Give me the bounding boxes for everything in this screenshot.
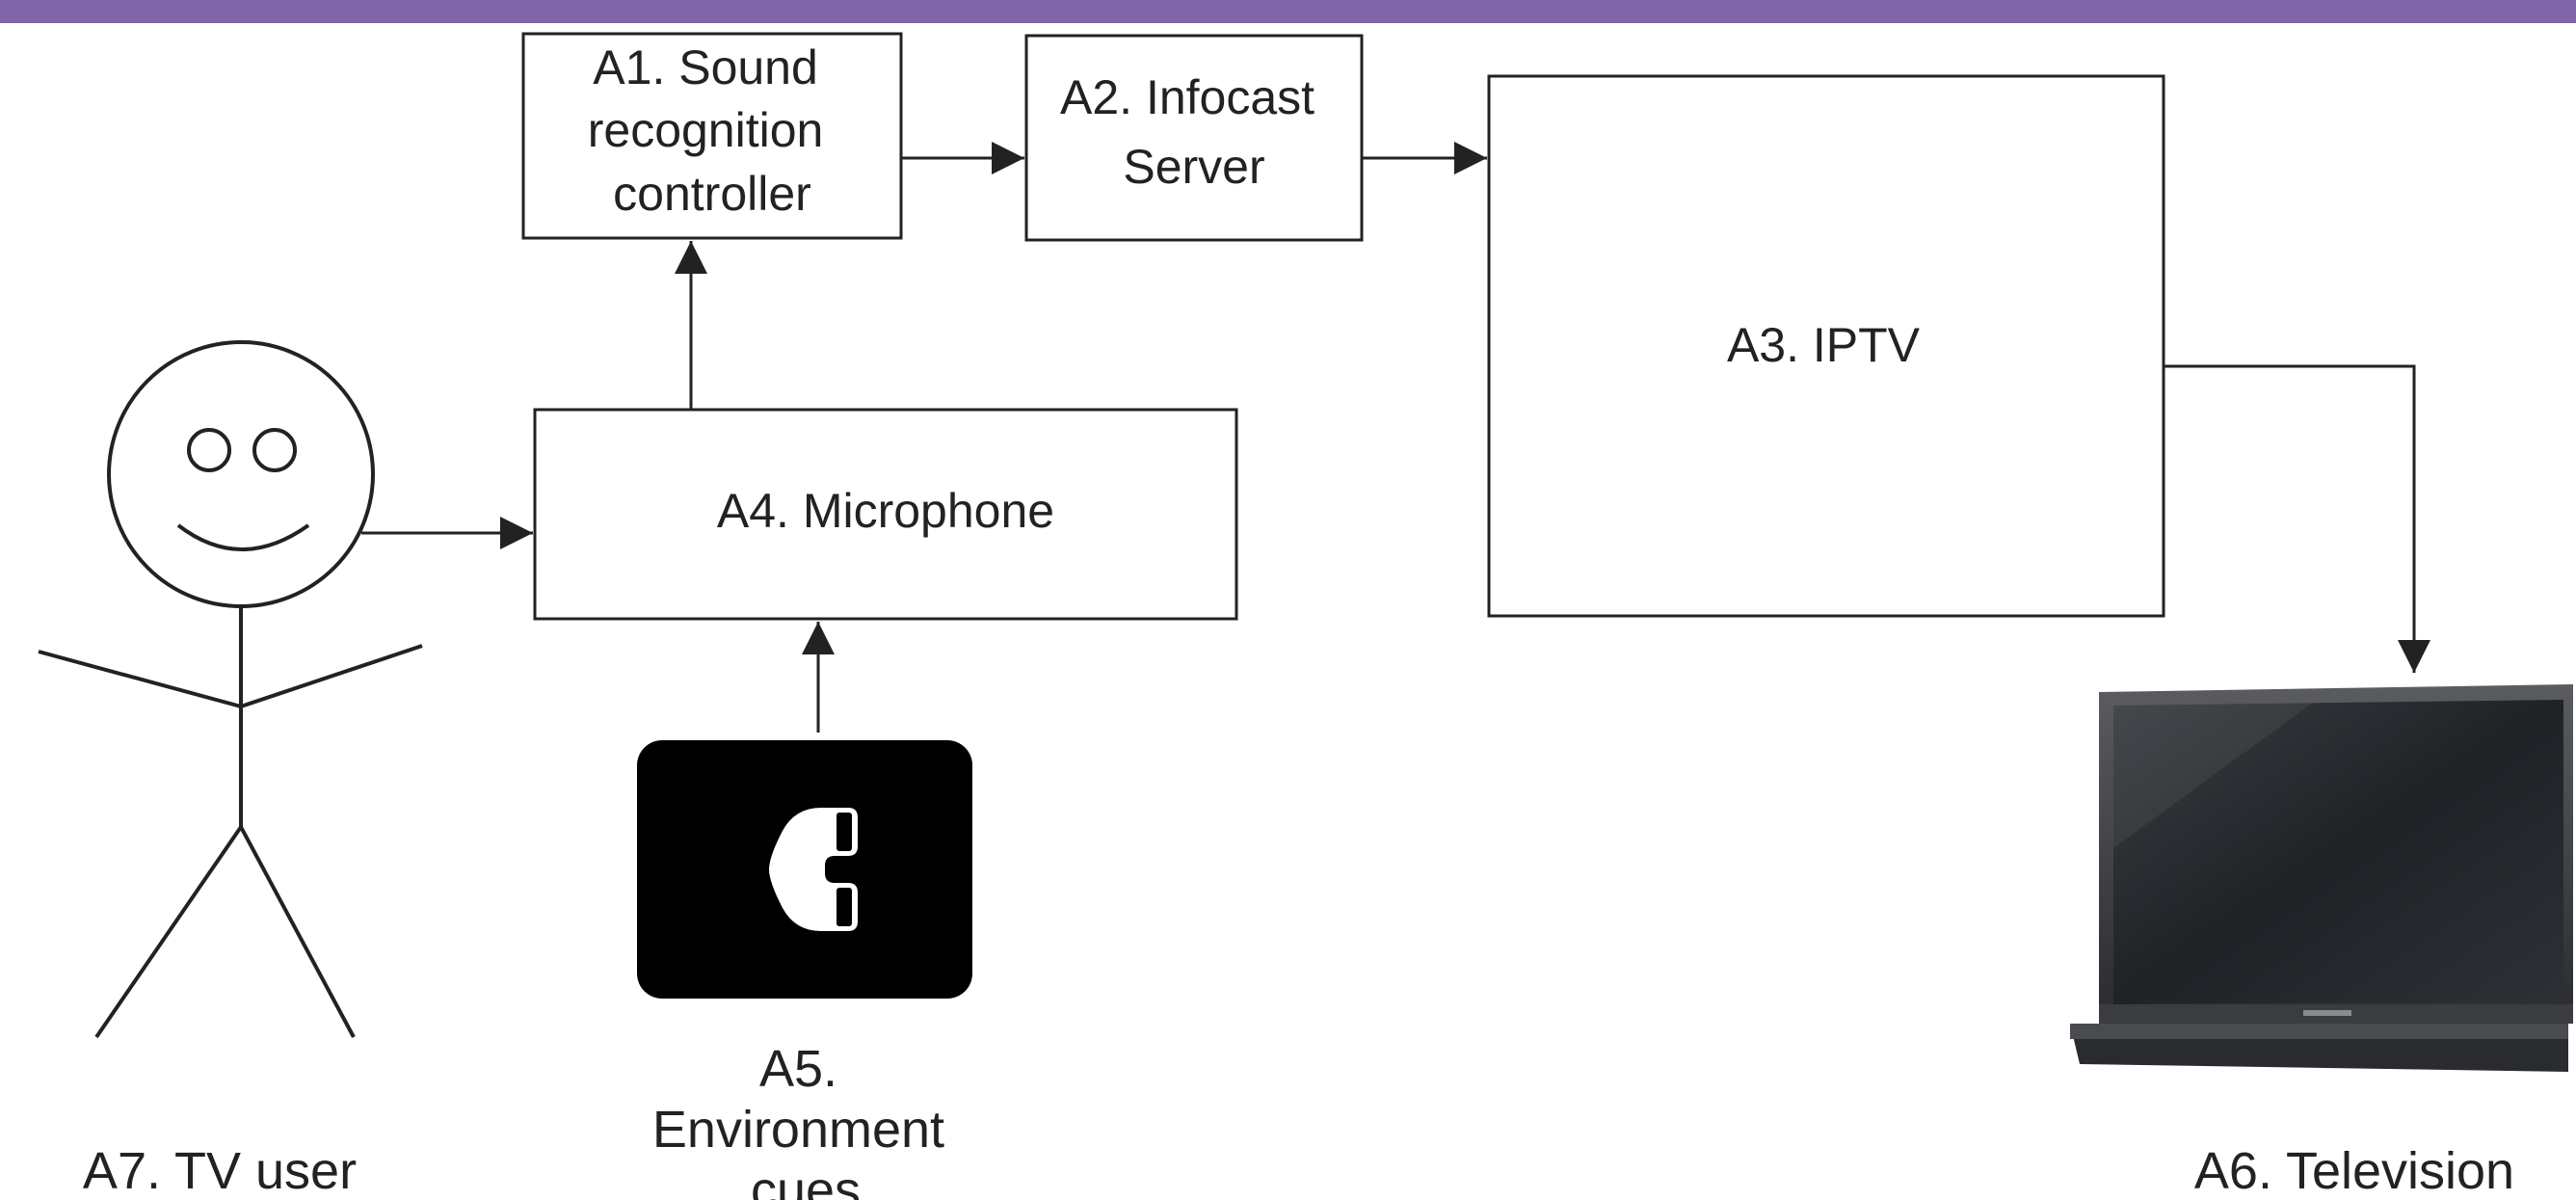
a5-label-line-3: cues: [751, 1161, 861, 1200]
a1-label-line-1: A1. Sound: [593, 40, 818, 94]
stick-figure-icon: [38, 340, 423, 1039]
a1-label-line-3: controller: [613, 167, 811, 221]
a5-label-line-1: A5.: [759, 1040, 837, 1098]
svg-text:A1. Sound recognition: A1. Sound recognition controller: [588, 40, 837, 221]
a5-label-line-2: Environment: [652, 1101, 944, 1159]
arrow-a3-to-a6: [2164, 364, 2430, 673]
header-bar: [0, 0, 2576, 23]
telephone-icon: [637, 740, 972, 999]
svg-text:A4. Microphone: A4. Microphone: [717, 484, 1054, 538]
a3-label: A3. IPTV: [1727, 318, 1921, 372]
a4-label: A4. Microphone: [717, 484, 1054, 538]
television-icon: [2070, 684, 2573, 1072]
connectors: [361, 142, 2430, 733]
svg-text:A3. IPTV: A3. IPTV: [1727, 318, 1921, 372]
a2-label-line-2: Server: [1123, 140, 1264, 194]
node-a2-infocast-server: A2. Infocast Server: [1024, 34, 1364, 242]
a5-label: A5. Environment cues: [652, 1040, 959, 1200]
node-a4-microphone: A4. Microphone: [533, 408, 1238, 621]
a1-label-line-2: recognition: [588, 103, 824, 157]
svg-text:A2. Infocast Server: A2. Infocast Server: [1060, 70, 1328, 194]
a6-label: A6. Television: [2194, 1142, 2514, 1200]
a2-label-line-1: A2. Infocast: [1060, 70, 1315, 124]
node-a1-sound-recognition-controller: A1. Sound recognition controller: [521, 32, 903, 240]
a7-label: A7. TV user: [83, 1142, 357, 1200]
node-a3-iptv: A3. IPTV: [1487, 74, 2165, 618]
